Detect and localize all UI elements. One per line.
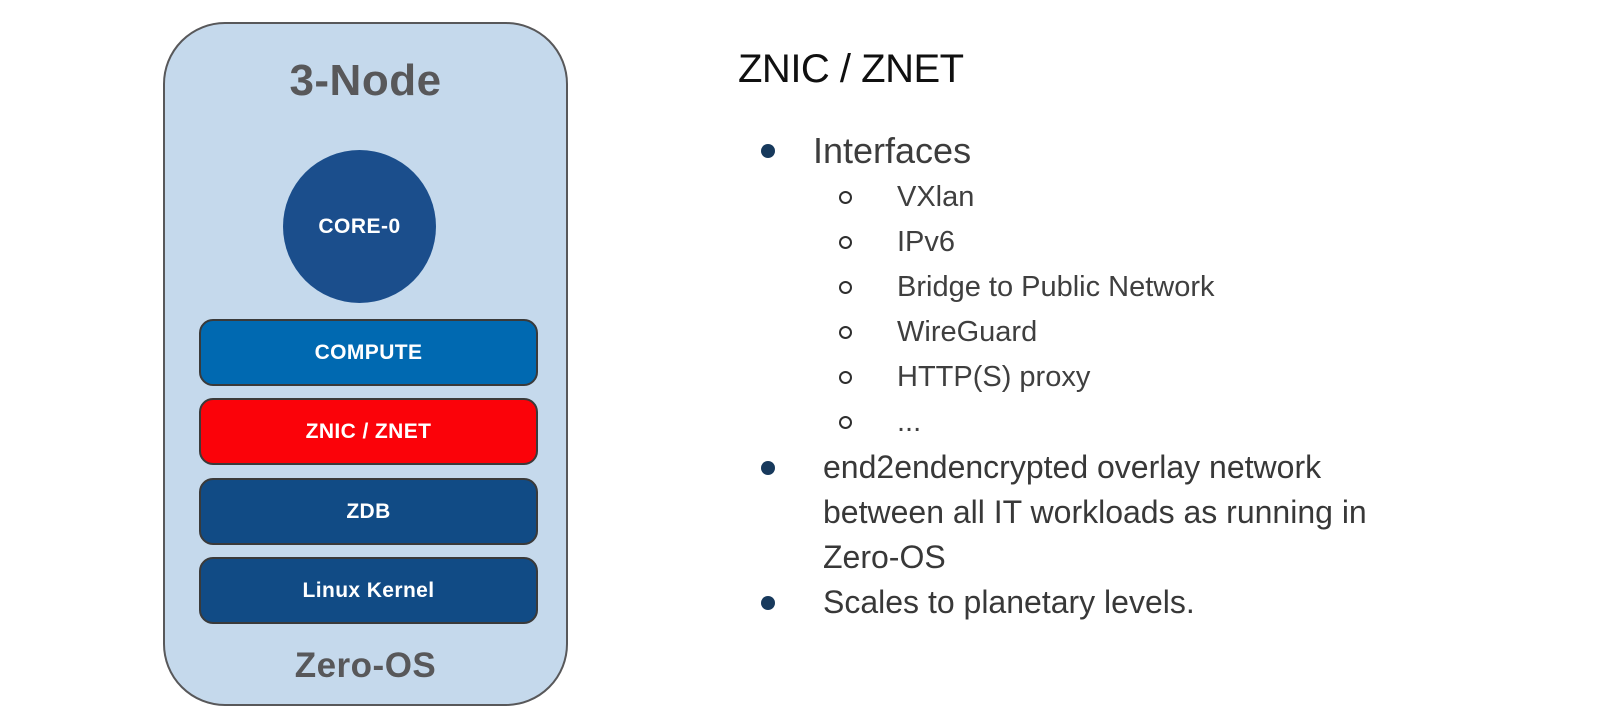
layer-zdb: ZDB xyxy=(199,478,538,545)
sub-bullet-item-http-proxy: HTTP(S) proxy xyxy=(715,355,1395,400)
bullet-text-line: between all IT workloads as running in xyxy=(823,494,1367,530)
sub-bullet-item-vxlan: VXlan xyxy=(715,175,1395,220)
sub-bullet-item-ellipsis: ... xyxy=(715,400,1395,445)
bullet-text: Interfaces xyxy=(813,130,972,171)
hollow-bullet-icon xyxy=(839,281,852,294)
layer-compute: COMPUTE xyxy=(199,319,538,386)
sub-bullet-item-bridge: Bridge to Public Network xyxy=(715,265,1395,310)
diagram-footer-zero-os: Zero-OS xyxy=(294,646,437,685)
filled-bullet-icon xyxy=(761,144,775,158)
page-title: ZNIC / ZNET xyxy=(738,47,964,91)
hollow-bullet-icon xyxy=(839,236,852,249)
hollow-bullet-icon xyxy=(839,191,852,204)
hollow-bullet-icon xyxy=(839,326,852,339)
layer-zdb-label: ZDB xyxy=(346,499,391,523)
sub-bullet-text: WireGuard xyxy=(897,316,1038,348)
core-0-label: CORE-0 xyxy=(318,214,401,238)
filled-bullet-icon xyxy=(761,596,775,610)
bullet-text-line: Zero-OS xyxy=(823,539,946,575)
layer-compute-label: COMPUTE xyxy=(314,340,423,364)
layer-znic-znet: ZNIC / ZNET xyxy=(199,398,538,465)
sub-bullet-text: HTTP(S) proxy xyxy=(897,361,1091,393)
sub-bullet-item-ipv6: IPv6 xyxy=(715,220,1395,265)
sub-bullet-text: Bridge to Public Network xyxy=(897,271,1215,303)
node-diagram-container: 3-Node CORE-0 COMPUTE ZNIC / ZNET ZDB Li… xyxy=(163,22,568,706)
core-0-circle: CORE-0 xyxy=(283,150,436,303)
bullet-list: Interfaces VXlan IPv6 Bridge to Public N… xyxy=(715,126,1395,625)
bullet-text-line: end2endencrypted overlay network xyxy=(823,449,1322,485)
layer-linux-kernel-label: Linux Kernel xyxy=(302,578,435,602)
layer-linux-kernel: Linux Kernel xyxy=(199,557,538,624)
layer-znic-znet-label: ZNIC / ZNET xyxy=(305,419,432,443)
hollow-bullet-icon xyxy=(839,416,852,429)
bullet-item-interfaces: Interfaces xyxy=(715,126,1395,175)
bullet-text: Scales to planetary levels. xyxy=(823,584,1195,620)
sub-bullet-text: IPv6 xyxy=(897,226,956,258)
hollow-bullet-icon xyxy=(839,371,852,384)
sub-bullet-text: ... xyxy=(897,406,922,438)
diagram-title: 3-Node xyxy=(289,56,442,105)
sub-bullet-text: VXlan xyxy=(897,181,975,213)
sub-bullet-item-wireguard: WireGuard xyxy=(715,310,1395,355)
bullet-item-scales: Scales to planetary levels. xyxy=(715,580,1395,625)
bullet-item-overlay-network: end2endencrypted overlay network between… xyxy=(715,445,1395,580)
filled-bullet-icon xyxy=(761,461,775,475)
